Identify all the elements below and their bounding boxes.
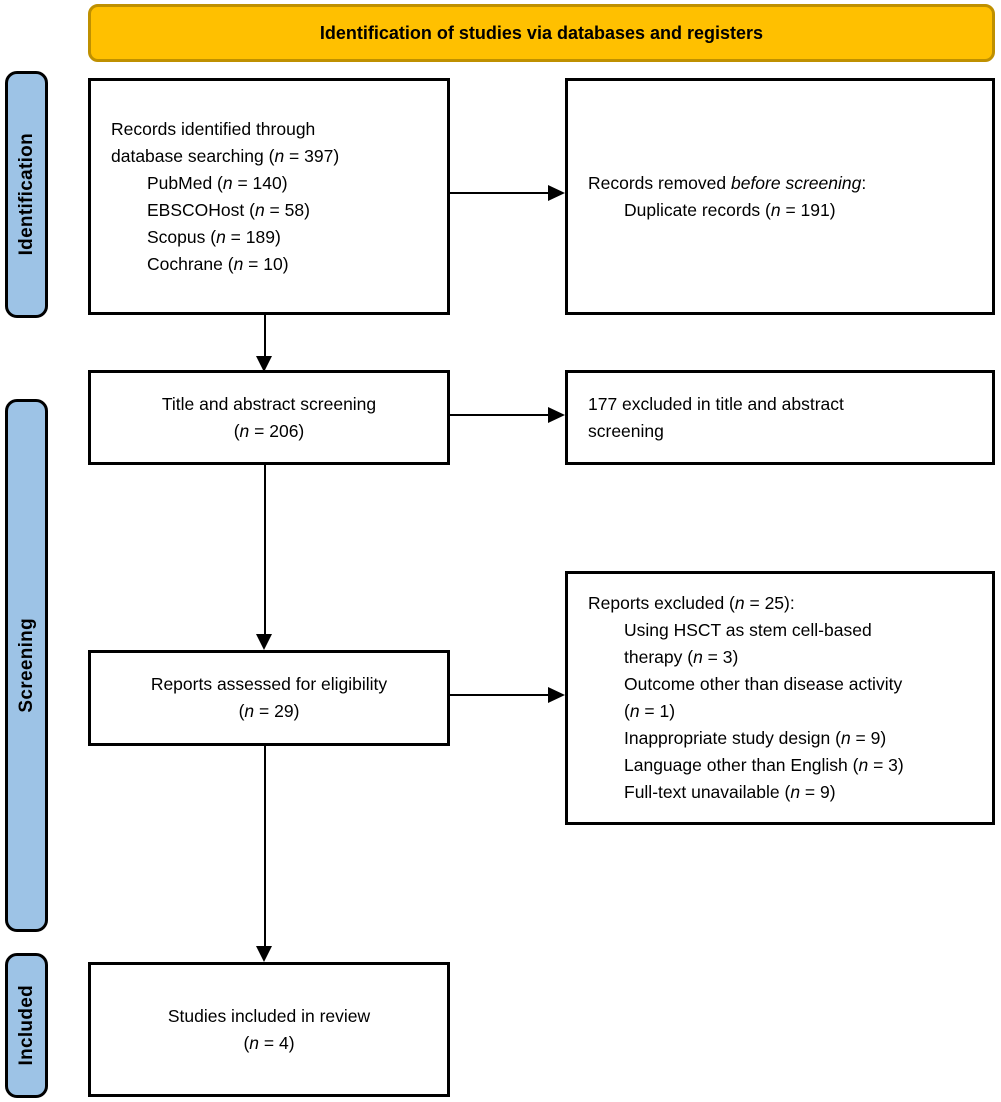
banner: Identification of studies via databases … [88,4,995,62]
banner-title: Identification of studies via databases … [319,22,764,43]
box-records-removed: Records removed before screening: Duplica… [565,78,995,315]
text-line: therapy (n = 3) [624,647,739,667]
arrow-identified-to-screening [256,315,272,372]
text-line: Reports excluded (n = 25): [588,593,795,613]
text-line: Full-text unavailable (n = 9) [624,782,836,802]
text-line: Scopus (n = 189) [147,226,281,247]
text-line: (n = 29) [238,701,300,721]
text-line: Cochrane (n = 10) [147,253,289,274]
text-line: Using HSCT as stem cell-based [624,620,872,640]
text-line: (n = 206) [233,420,305,441]
arrow-screening-to-assessed [256,465,272,650]
arrow-screening-to-excluded [450,407,565,423]
text-line: Title and abstract screening [161,393,377,414]
text-line: Records identified through [111,118,316,139]
text-line: Records removed before screening: [588,172,867,193]
arrow-assessed-to-reports-excluded [450,687,565,703]
text-line: Language other than English (n = 3) [624,755,904,775]
stage-label-screening: Screening [5,399,48,932]
text-line: Outcome other than disease activity [624,674,903,694]
stage-label-identification-text: Identification [15,133,37,256]
box-records-identified: Records identified through database searc… [88,78,450,315]
arrow-assessed-to-included [256,746,272,962]
text-line: Duplicate records (n = 191) [624,199,836,220]
arrow-identified-to-removed [450,185,565,201]
stage-label-identification: Identification [5,71,48,318]
text-line: (n = 4) [243,1032,295,1053]
text-line: database searching (n = 397) [111,145,340,166]
text-line: Inappropriate study design (n = 9) [624,728,887,748]
text-line: 177 excluded in title and abstract [588,393,844,414]
text-line: PubMed (n = 140) [147,172,288,193]
box-title-abstract-screening: Title and abstract screening (n = 206) [88,370,450,465]
text-line: Studies included in review [167,1005,371,1026]
box-reports-assessed: Reports assessed for eligibility (n = 29) [88,650,450,746]
box-excluded-title-abstract: 177 excluded in title and abstract screen… [565,370,995,465]
stage-label-included-text: Included [15,985,37,1066]
stage-label-included: Included [5,953,48,1098]
text-line: Reports assessed for eligibility [150,674,388,694]
text-line: (n = 1) [624,701,676,721]
box-reports-excluded: Reports excluded (n = 25): Using HSCT as … [565,571,995,825]
text-line: screening [588,420,664,441]
box-studies-included: Studies included in review (n = 4) [88,962,450,1097]
text-line: EBSCOHost (n = 58) [147,199,310,220]
stage-label-screening-text: Screening [15,618,37,713]
